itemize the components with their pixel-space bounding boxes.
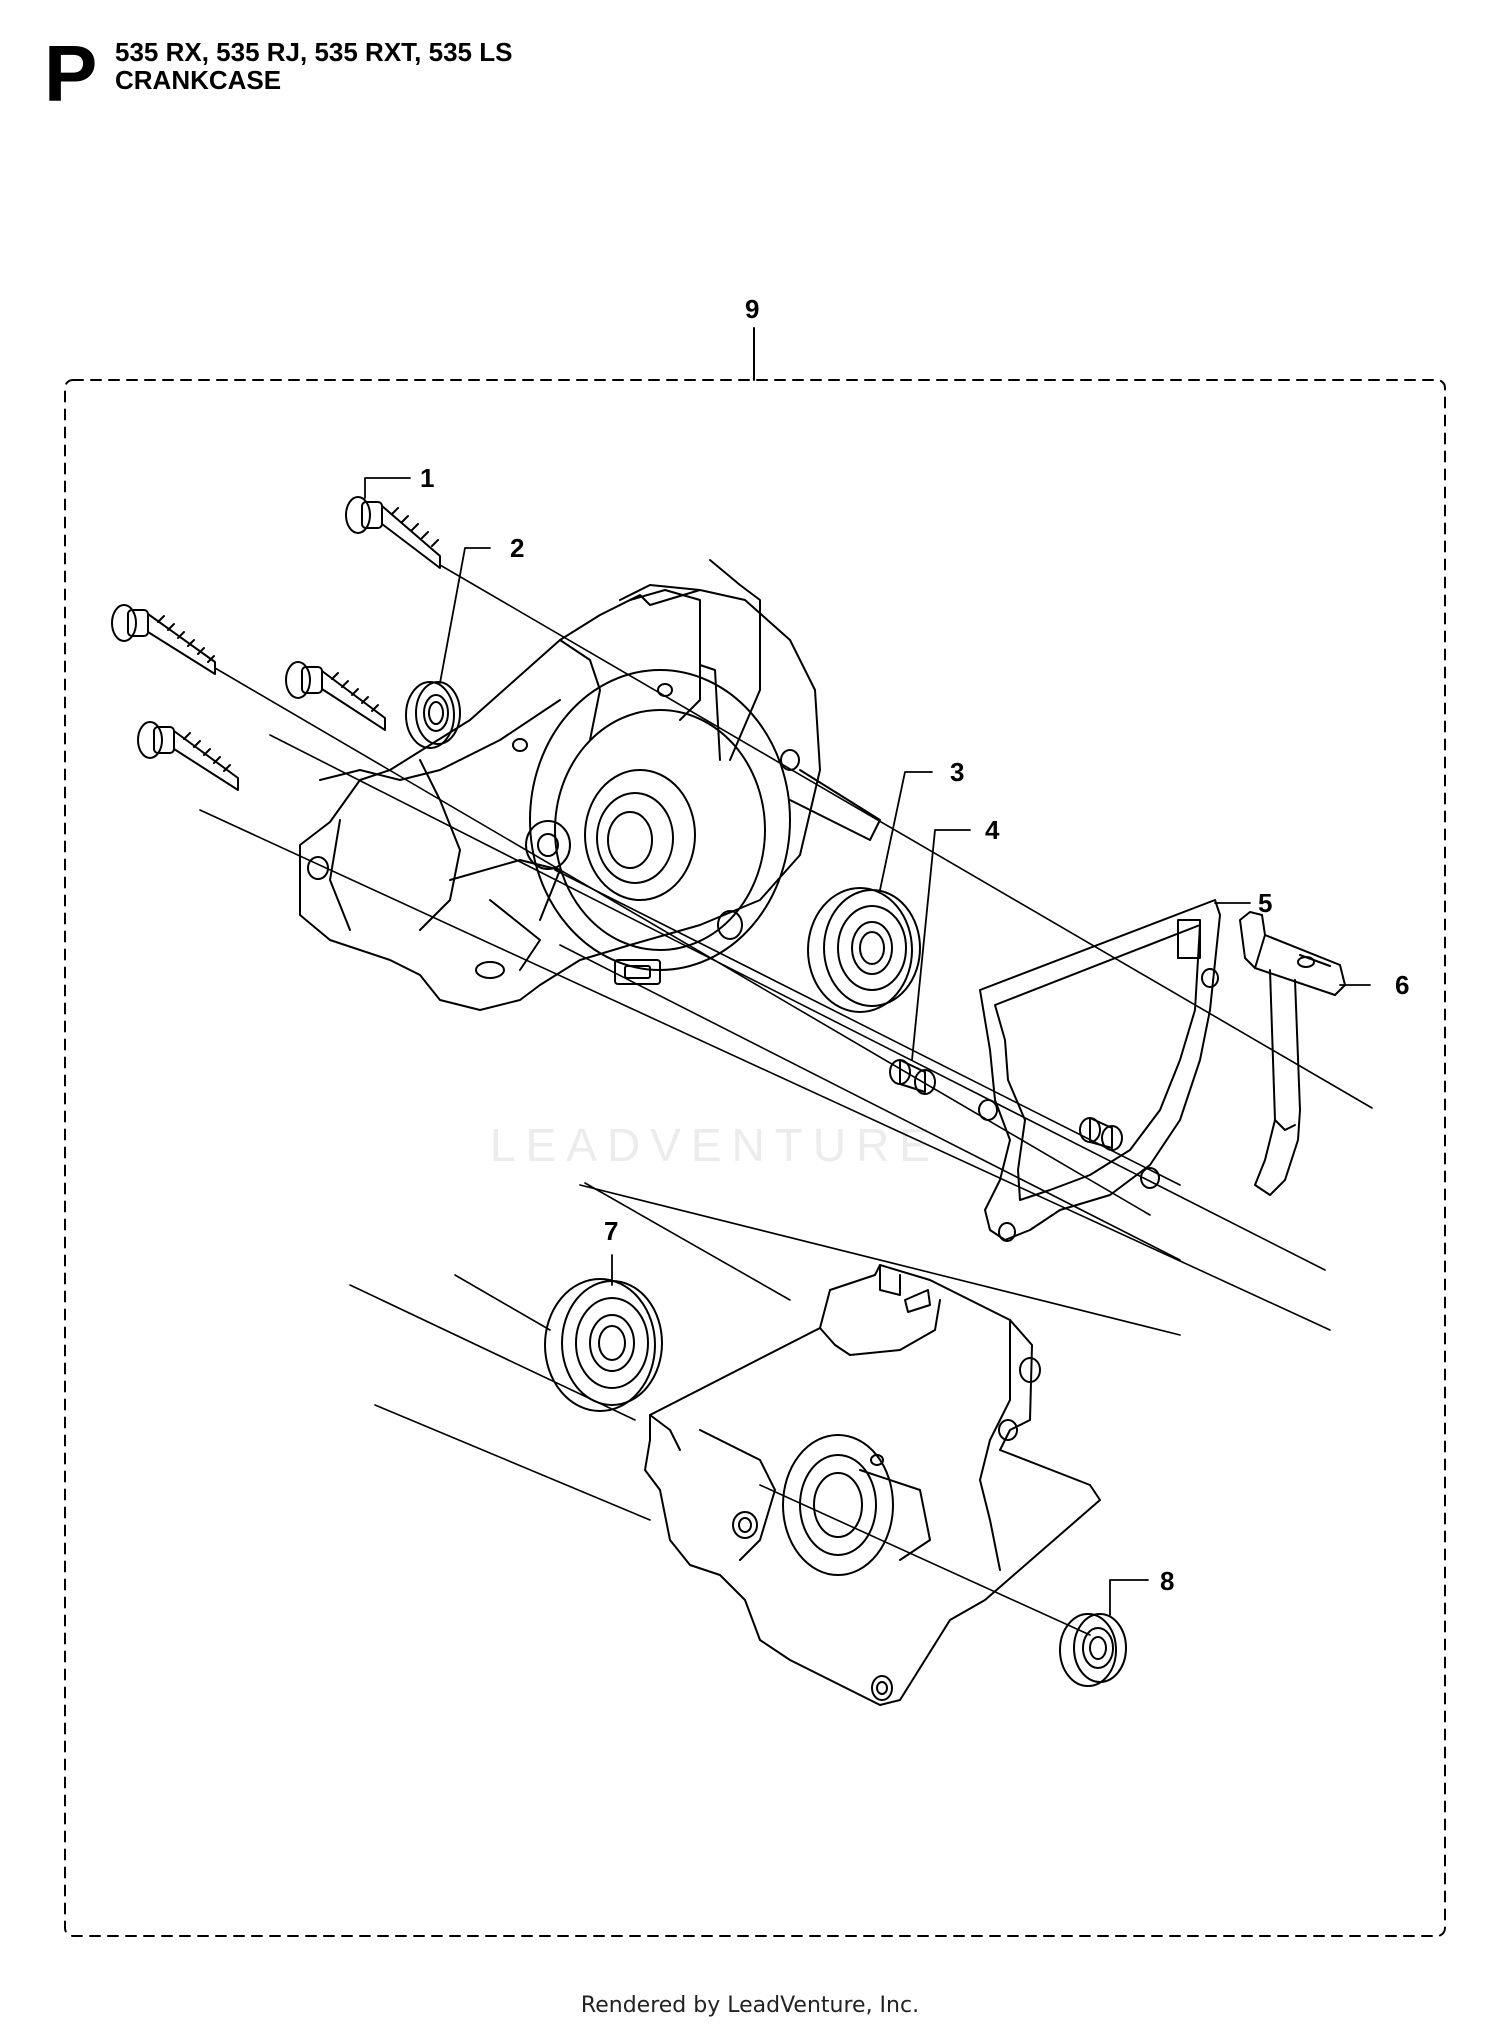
crankcase-half-lower xyxy=(644,1264,1101,1706)
bearing-lower xyxy=(544,1278,663,1412)
callout-6: 6 xyxy=(1395,970,1409,1000)
seal-ring-upper xyxy=(405,681,461,749)
guide-plate xyxy=(1239,911,1346,1196)
callout-2: 2 xyxy=(510,533,524,563)
watermark-text: LEADVENTURE xyxy=(490,1119,940,1171)
callout-7: 7 xyxy=(604,1216,618,1246)
callout-9: 9 xyxy=(745,294,759,324)
screw-lower-left xyxy=(137,721,239,791)
screw-middle xyxy=(285,661,386,731)
assembly-axis-lines xyxy=(199,564,1373,1636)
callout-1: 1 xyxy=(420,463,434,493)
sleeve-bushing xyxy=(889,1059,1123,1151)
page-title: CRANKCASE xyxy=(115,65,282,95)
callout-5: 5 xyxy=(1258,888,1272,918)
callout-3: 3 xyxy=(950,757,964,787)
callout-4: 4 xyxy=(985,815,1000,845)
page-header: 535 RX, 535 RJ, 535 RXT, 535 LS CRANKCAS… xyxy=(115,38,512,94)
model-list: 535 RX, 535 RJ, 535 RXT, 535 LS xyxy=(115,37,513,67)
screw-top xyxy=(345,496,441,569)
assembly-group-box xyxy=(64,379,1446,1937)
screw-upper-left xyxy=(111,604,216,675)
footer-credit: Rendered by LeadVenture, Inc. xyxy=(580,1993,920,2018)
seal-ring-lower xyxy=(1059,1613,1127,1687)
leader-lines xyxy=(364,477,1371,1616)
gasket xyxy=(978,899,1221,1242)
bearing-upper xyxy=(807,887,921,1013)
callout-labels: 9 1 2 3 4 5 6 7 8 xyxy=(420,294,1409,1596)
crankcase-half-upper xyxy=(299,559,881,1011)
callout-8: 8 xyxy=(1160,1566,1174,1596)
section-letter: P xyxy=(44,29,98,118)
